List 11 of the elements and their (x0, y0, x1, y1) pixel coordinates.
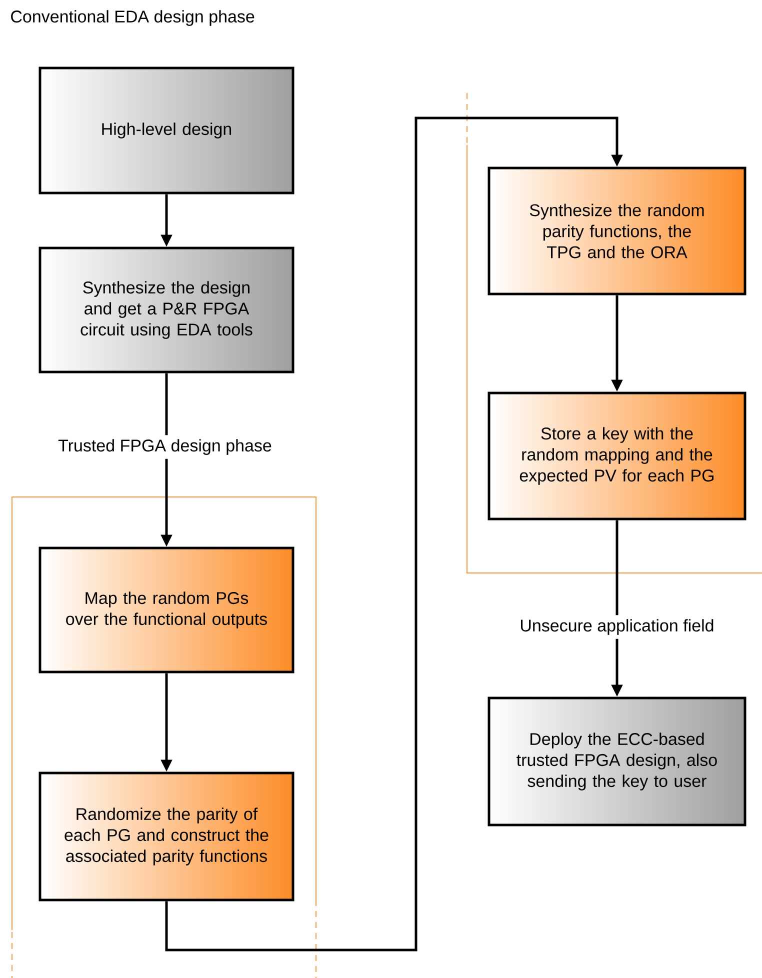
process-box: Store a key with the random mapping and the expected PV for each PG (488, 392, 746, 520)
edge-label: Unsecure application field (516, 615, 718, 639)
phase-label: Conventional EDA design phase (11, 10, 254, 26)
process-box: Synthesize the random parity functions, the TPG and the ORA (488, 166, 746, 296)
process-box: Randomize the parity of each PG and construct the associated parity functions (38, 772, 294, 902)
process-box: Synthesize the design and get a P&R FPGA circuit using EDA tools (38, 246, 294, 374)
process-box: Deploy the ECC-based trusted FPGA design, also sending the key to user (488, 696, 746, 826)
process-box: Map the random PGs over the functional outputs (38, 546, 294, 674)
process-box: High-level design (38, 66, 294, 194)
arrow (165, 116, 623, 952)
edge-label: Trusted FPGA design phase (54, 435, 276, 459)
